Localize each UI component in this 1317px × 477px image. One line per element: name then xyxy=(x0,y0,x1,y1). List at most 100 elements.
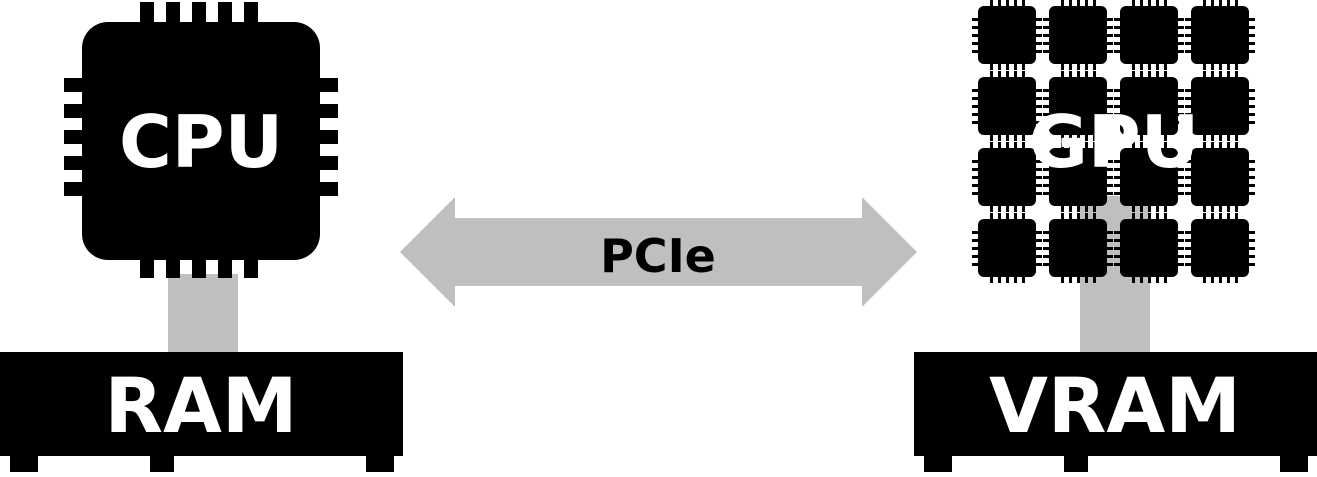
gpu-core-pin xyxy=(1069,0,1072,8)
gpu-core-pin xyxy=(1235,213,1238,221)
gpu-core-pin xyxy=(1085,133,1088,141)
gpu-core-pin xyxy=(1185,34,1193,37)
gpu-core-pin xyxy=(1114,105,1122,108)
gpu-core-pin xyxy=(1034,231,1042,234)
gpu-core xyxy=(978,148,1036,206)
gpu-core-pin xyxy=(1061,204,1064,212)
gpu-core-pin xyxy=(1014,133,1017,141)
gpu-core-pin xyxy=(1247,34,1255,37)
gpu-core-pin xyxy=(1132,62,1135,70)
gpu-core-pin xyxy=(1156,204,1159,212)
gpu-core-pin xyxy=(1105,50,1113,53)
gpu-core-pin xyxy=(1034,176,1042,179)
gpu-core-pin xyxy=(1069,204,1072,212)
gpu-core-pin xyxy=(1043,239,1051,242)
gpu-core-pin xyxy=(1043,168,1051,171)
gpu-core-pin xyxy=(972,97,980,100)
gpu-core-pin xyxy=(1114,176,1122,179)
gpu-core-pin xyxy=(1247,184,1255,187)
gpu-core-pin xyxy=(1176,89,1184,92)
gpu-core-pin xyxy=(1148,142,1151,150)
gpu-core-pin xyxy=(1043,18,1051,21)
gpu-core-pin xyxy=(998,62,1001,70)
gpu-core-pin xyxy=(1203,204,1206,212)
gpu-core xyxy=(978,219,1036,277)
gpu-core-pin xyxy=(1247,160,1255,163)
gpu-core xyxy=(1120,6,1178,64)
gpu-core xyxy=(1191,6,1249,64)
gpu-core-pin xyxy=(1085,71,1088,79)
gpu-core-pin xyxy=(1105,121,1113,124)
gpu-core-pin xyxy=(1176,97,1184,100)
gpu-core-pin xyxy=(1105,34,1113,37)
gpu-core-pin xyxy=(1114,192,1122,195)
gpu-core-pin xyxy=(1043,34,1051,37)
gpu-core-pin xyxy=(1022,213,1025,221)
gpu-core-pin xyxy=(1164,133,1167,141)
gpu-core-pin xyxy=(1176,26,1184,29)
gpu-core xyxy=(1191,219,1249,277)
gpu-core-pin xyxy=(972,263,980,266)
gpu-core-pin xyxy=(990,142,993,150)
gpu-core-pin xyxy=(1203,133,1206,141)
gpu-core-pin xyxy=(1185,105,1193,108)
gpu-core-pin xyxy=(1114,255,1122,258)
gpu-core-pin xyxy=(998,275,1001,283)
gpu-core-pin xyxy=(1069,213,1072,221)
gpu-core-pin xyxy=(1061,133,1064,141)
gpu-core-pin xyxy=(1176,18,1184,21)
gpu-core-pin xyxy=(1176,263,1184,266)
gpu-core-pin xyxy=(990,133,993,141)
gpu-core-pin xyxy=(1105,113,1113,116)
gpu-core-pin xyxy=(1114,247,1122,250)
gpu-core-pin xyxy=(1219,133,1222,141)
gpu-core-pin xyxy=(1247,231,1255,234)
gpu-core-pin xyxy=(1093,213,1096,221)
vram-body xyxy=(914,352,1317,456)
ram-module: RAM xyxy=(0,352,403,472)
gpu-core-pin xyxy=(1105,184,1113,187)
gpu-core-pin xyxy=(1211,71,1214,79)
gpu-core-pin xyxy=(1185,263,1193,266)
gpu-core-pin xyxy=(1105,42,1113,45)
gpu-core-pin xyxy=(1140,213,1143,221)
gpu-core-pin xyxy=(1247,255,1255,258)
gpu-core-pin xyxy=(1093,275,1096,283)
gpu-core-pin xyxy=(1132,213,1135,221)
gpu-core-pin xyxy=(998,133,1001,141)
gpu-core-pin xyxy=(1034,97,1042,100)
gpu-core-pin xyxy=(1164,275,1167,283)
gpu-core-pin xyxy=(990,71,993,79)
gpu-core-pin xyxy=(1140,0,1143,8)
gpu-core-pin xyxy=(1043,113,1051,116)
ram-label: RAM xyxy=(105,361,298,450)
gpu-core-pin xyxy=(1114,34,1122,37)
gpu-core-pin xyxy=(1105,192,1113,195)
ram-foot xyxy=(10,452,38,472)
gpu-core-pin xyxy=(1235,204,1238,212)
gpu-core-pin xyxy=(1077,204,1080,212)
gpu-core-pin xyxy=(1061,62,1064,70)
gpu-core-pin xyxy=(1022,62,1025,70)
gpu-core-pin xyxy=(972,26,980,29)
gpu-core-pin xyxy=(1132,133,1135,141)
gpu-core-pin xyxy=(1034,18,1042,21)
ram-foot xyxy=(150,452,174,472)
gpu-core-pin xyxy=(1061,71,1064,79)
gpu-core-pin xyxy=(1061,142,1064,150)
gpu-core-pin xyxy=(1235,142,1238,150)
gpu-core-pin xyxy=(1140,71,1143,79)
gpu-core-pin xyxy=(1105,26,1113,29)
gpu-label: GPU xyxy=(1029,100,1199,184)
gpu-core-pin xyxy=(1085,62,1088,70)
gpu-core-pin xyxy=(1077,275,1080,283)
gpu-core-pin xyxy=(972,34,980,37)
gpu-core-pin xyxy=(1247,168,1255,171)
gpu-core-pin xyxy=(1156,71,1159,79)
gpu-core-pin xyxy=(1093,62,1096,70)
gpu-core-pin xyxy=(1034,263,1042,266)
gpu-core-pin xyxy=(1185,247,1193,250)
gpu-core-pin xyxy=(1176,239,1184,242)
gpu-core-pin xyxy=(1132,204,1135,212)
gpu-core xyxy=(1049,219,1107,277)
